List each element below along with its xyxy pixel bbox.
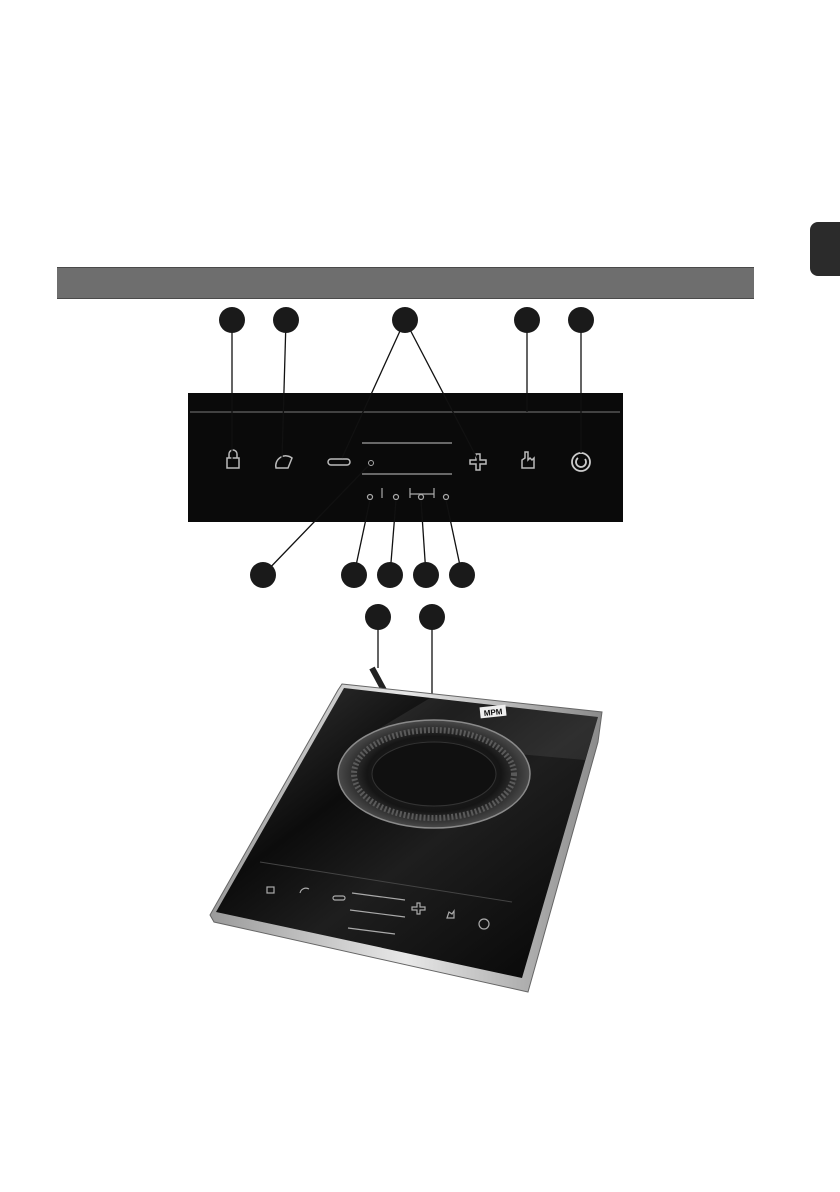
marker-mid-5	[449, 562, 475, 588]
marker-top-5	[568, 307, 594, 333]
marker-top-4	[514, 307, 540, 333]
marker-low-1	[365, 604, 391, 630]
marker-top-3	[392, 307, 418, 333]
marker-mid-4	[413, 562, 439, 588]
marker-top-1	[219, 307, 245, 333]
marker-mid-3	[377, 562, 403, 588]
marker-mid-1	[250, 562, 276, 588]
marker-low-2	[419, 604, 445, 630]
cooking-zone	[338, 720, 530, 828]
induction-cooktop: MPM	[210, 668, 602, 992]
marker-top-2	[273, 307, 299, 333]
marker-mid-2	[341, 562, 367, 588]
control-panel-closeup	[188, 393, 623, 522]
